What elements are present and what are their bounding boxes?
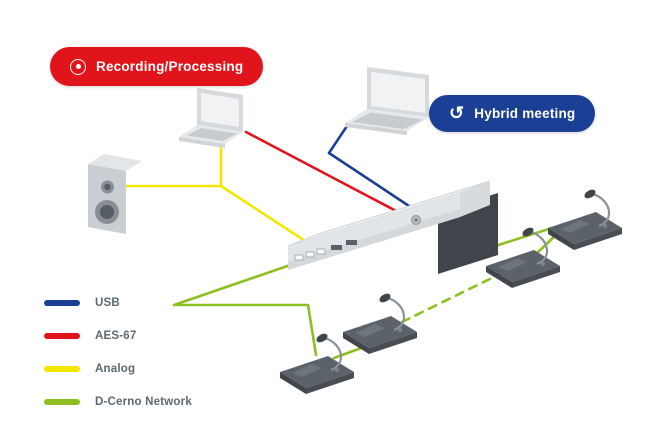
laptop-keyboard — [352, 112, 423, 129]
dcerno-line-swatch — [44, 399, 80, 405]
mic-base-side — [306, 372, 354, 394]
unit-end — [460, 181, 490, 217]
unit-port — [305, 251, 315, 258]
mic-capsule — [316, 333, 328, 343]
laptop-front-edge — [345, 123, 407, 135]
laptop-display — [371, 72, 425, 113]
mic-button — [334, 367, 340, 373]
hybrid-meeting-badge: ↺ Hybrid meeting — [429, 95, 596, 132]
connection-analog — [125, 146, 324, 254]
unit-port — [331, 245, 342, 250]
legend-item-dcerno: D-Cerno Network — [44, 391, 192, 413]
legend: USB AES-67 Analog D-Cerno Network — [44, 292, 192, 424]
recording-processing-badge: Recording/Processing — [50, 47, 264, 86]
connection-aes67 — [244, 130, 402, 215]
mic-capsule — [522, 227, 534, 237]
mic-grille — [498, 258, 528, 271]
unit-power-led — [414, 218, 418, 222]
mic-base-side — [574, 228, 622, 250]
analog-line-swatch — [44, 366, 80, 372]
mic-base-top — [343, 316, 417, 348]
central-unit — [287, 180, 498, 274]
mic-gooseneck — [592, 192, 610, 228]
mic-base-top — [280, 356, 354, 388]
legend-label: D-Cerno Network — [95, 396, 192, 408]
mic-grille — [355, 324, 385, 337]
recording-processing-label: Recording/Processing — [96, 59, 244, 74]
mic-grille — [560, 220, 590, 233]
laptop-keyboard — [187, 128, 237, 141]
legend-item-aes67: AES-67 — [44, 325, 192, 347]
microphone-unit-3 — [486, 227, 560, 288]
unit-port — [294, 254, 304, 261]
microphone-unit-4 — [548, 189, 622, 250]
mic-base-top — [486, 250, 560, 282]
mic-base-side — [512, 266, 560, 288]
unit-port — [316, 248, 326, 255]
microphone-unit-2 — [343, 293, 417, 354]
legend-item-usb: USB — [44, 292, 192, 314]
speaker-top — [88, 154, 142, 171]
legend-label: USB — [95, 297, 120, 309]
laptop-front-edge — [179, 137, 225, 148]
mic-capsule — [379, 293, 391, 303]
usb-line-swatch — [44, 300, 80, 306]
rotate-ccw-icon: ↺ — [449, 102, 465, 123]
connection-usb — [327, 124, 414, 210]
microphone-unit-1 — [280, 333, 354, 394]
mic-gooseneck — [530, 230, 548, 266]
laptop-display — [201, 93, 239, 127]
mic-button — [602, 223, 608, 229]
mic-gooseneck — [324, 336, 342, 372]
aes67-line-swatch — [44, 333, 80, 339]
mic-button — [397, 327, 403, 333]
unit-port — [346, 240, 357, 245]
loudspeaker — [88, 154, 142, 234]
mic-base-side — [369, 332, 417, 354]
laptop-hybrid — [345, 67, 429, 135]
legend-label: Analog — [95, 363, 136, 375]
speaker-tweeter-core — [104, 183, 111, 191]
mic-grille — [292, 364, 322, 377]
connection-dcerno-network — [172, 226, 558, 360]
mic-base-side — [486, 266, 512, 288]
mic-base-side — [280, 372, 306, 394]
mic-capsule — [584, 189, 596, 199]
record-icon — [70, 58, 86, 75]
mic-gooseneck — [387, 296, 405, 332]
speaker-woofer-core — [100, 205, 114, 219]
laptop-recording — [179, 88, 243, 148]
mic-base-top — [548, 212, 622, 244]
mic-base-side — [548, 228, 574, 250]
legend-label: AES-67 — [95, 330, 137, 342]
mic-button — [540, 261, 546, 267]
hybrid-meeting-label: Hybrid meeting — [474, 106, 576, 121]
legend-item-analog: Analog — [44, 358, 192, 380]
mic-base-side — [343, 332, 369, 354]
